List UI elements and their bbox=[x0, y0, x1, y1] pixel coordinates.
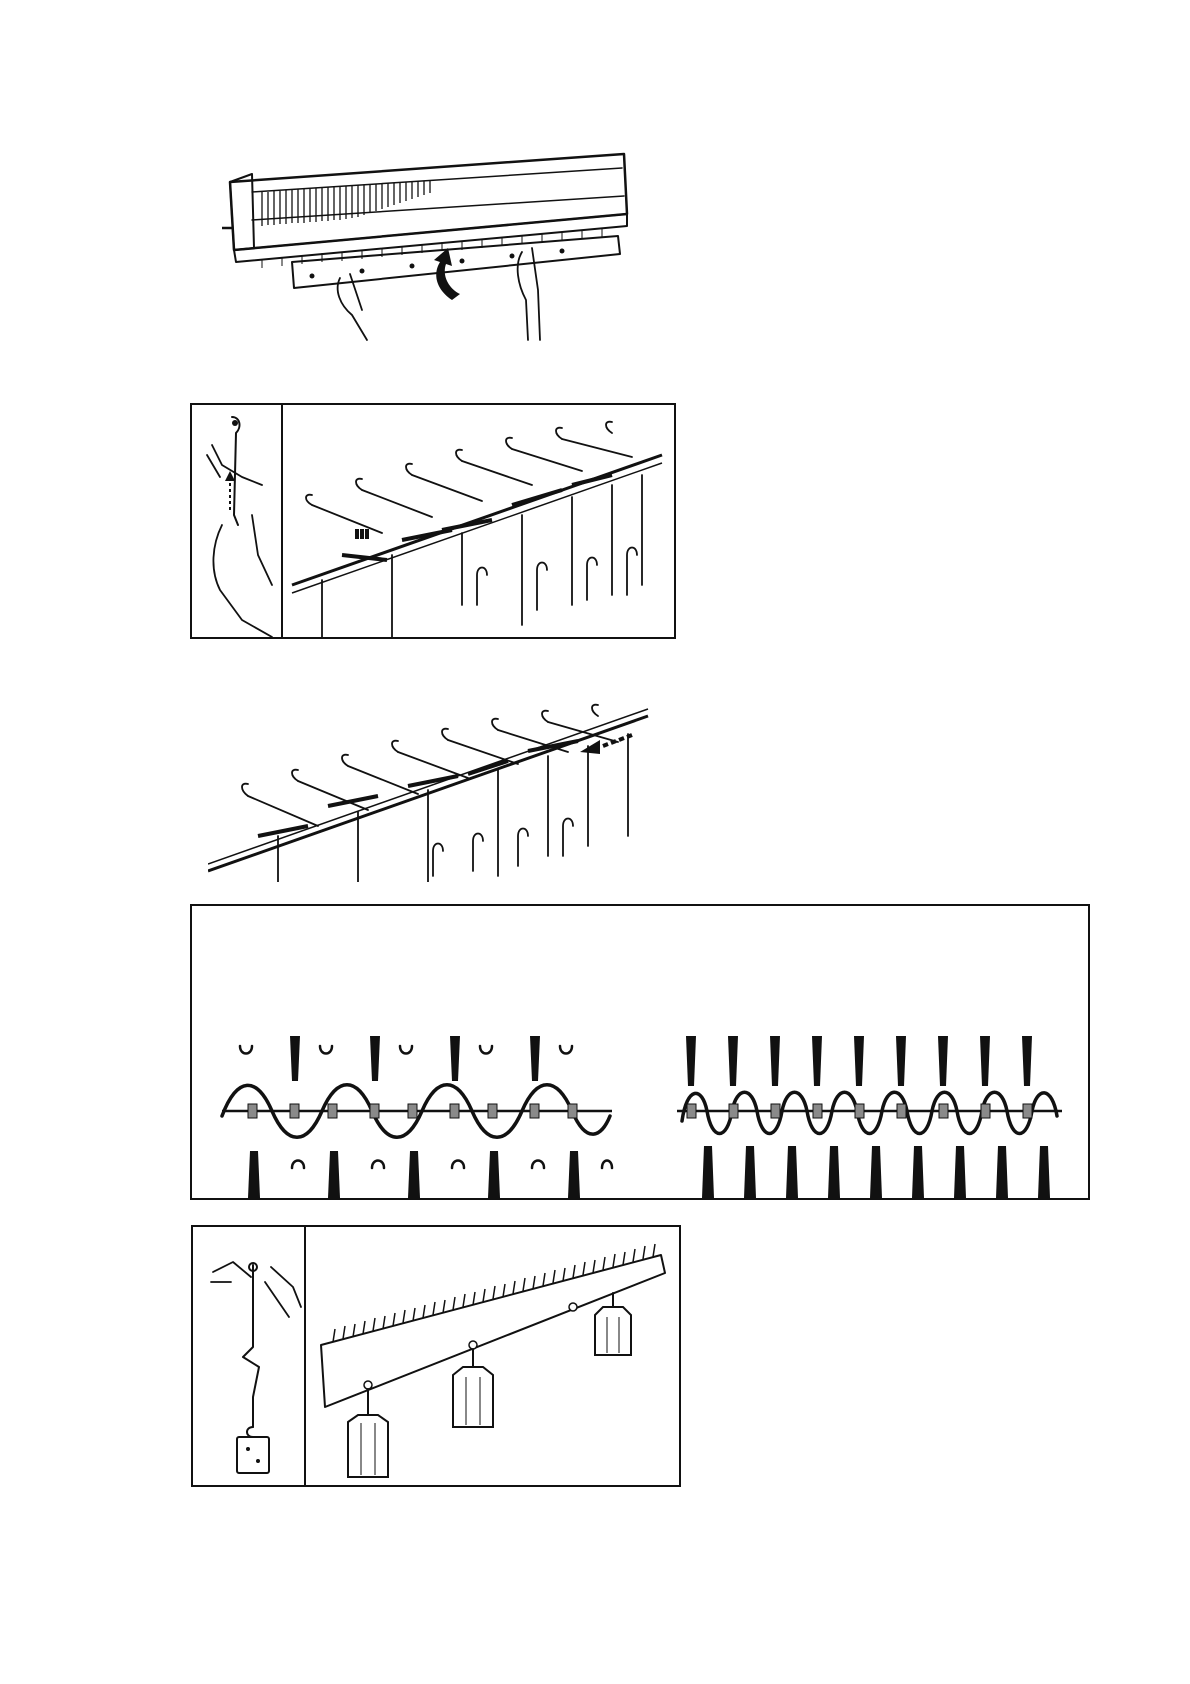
figure-comb-wire bbox=[208, 686, 676, 882]
needle-arrangement-diagram bbox=[192, 906, 1088, 1198]
figure-comb-weights bbox=[191, 1225, 681, 1487]
figure-comb-attach bbox=[222, 140, 642, 350]
needle-arrangement-left bbox=[222, 1036, 612, 1198]
needle-arrangement-right bbox=[677, 1036, 1062, 1198]
cast-on-comb-insert-illustration bbox=[192, 405, 674, 637]
figure-needle-arrangement bbox=[190, 904, 1090, 1200]
cast-on-comb-attach-illustration bbox=[222, 140, 642, 350]
cast-on-comb-wire-illustration bbox=[208, 686, 676, 882]
cast-on-comb-weights-illustration bbox=[193, 1227, 679, 1485]
figure-comb-insert bbox=[190, 403, 676, 639]
